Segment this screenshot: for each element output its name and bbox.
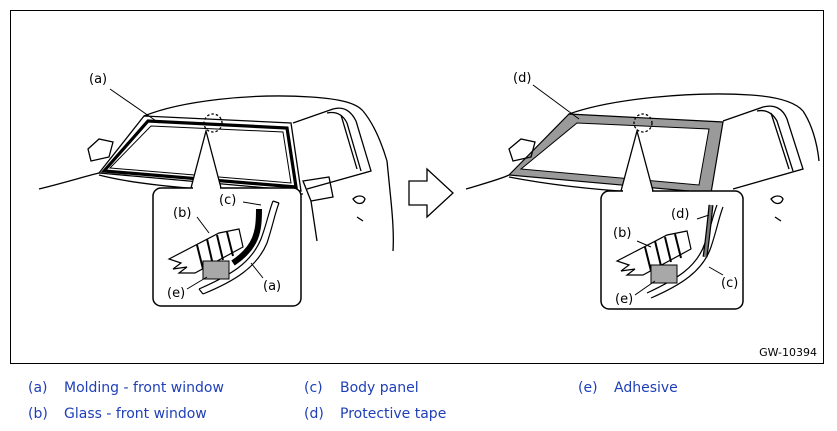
legend-item-e: (e) Adhesive — [578, 380, 678, 396]
callout-a-inset: (a) — [263, 279, 281, 294]
legend-key: (c) — [304, 380, 323, 396]
callout-c-right: (c) — [721, 276, 738, 291]
callout-b-left: (b) — [173, 206, 191, 221]
callout-d-inset: (d) — [671, 207, 689, 222]
left-car — [38, 95, 395, 252]
leader-a-main — [109, 88, 160, 124]
right-arrow-icon — [408, 167, 454, 219]
legend-item-c: (c) Body panel — [304, 380, 419, 396]
legend-label: Molding - front window — [64, 380, 224, 396]
callout-e-left: (e) — [167, 286, 185, 301]
legend-item-a: (a) Molding - front window — [28, 380, 224, 396]
diagram-svg: (a) (b) (c) (a) (e) — [38, 71, 820, 310]
callout-e-right: (e) — [615, 292, 633, 307]
leader-d-main — [532, 84, 580, 120]
right-car — [465, 93, 820, 222]
diagram-frame: (a) (b) (c) (a) (e) — [10, 10, 824, 364]
legend-item-d: (d) Protective tape — [304, 406, 446, 422]
left-inset: (b) (c) (a) (e) — [152, 128, 302, 307]
legend-key: (b) — [28, 406, 48, 422]
legend-label: Glass - front window — [64, 406, 207, 422]
legend-label: Adhesive — [614, 380, 678, 396]
legend-key: (a) — [28, 380, 48, 396]
legend-label: Protective tape — [340, 406, 447, 422]
callout-c-left: (c) — [219, 193, 236, 208]
callout-b-right: (b) — [613, 226, 631, 241]
figure-id: GW-10394 — [759, 346, 817, 359]
callout-a-main: (a) — [89, 72, 107, 87]
legend-key: (e) — [578, 380, 598, 396]
callout-d-main: (d) — [513, 71, 531, 86]
legend-key: (d) — [304, 406, 324, 422]
legend-label: Body panel — [340, 380, 419, 396]
legend: (a)Molding - front window (c)Body panel … — [0, 372, 837, 428]
legend-item-b: (b) Glass - front window — [28, 406, 207, 422]
right-inset: (b) (d) (c) (e) — [600, 128, 744, 310]
